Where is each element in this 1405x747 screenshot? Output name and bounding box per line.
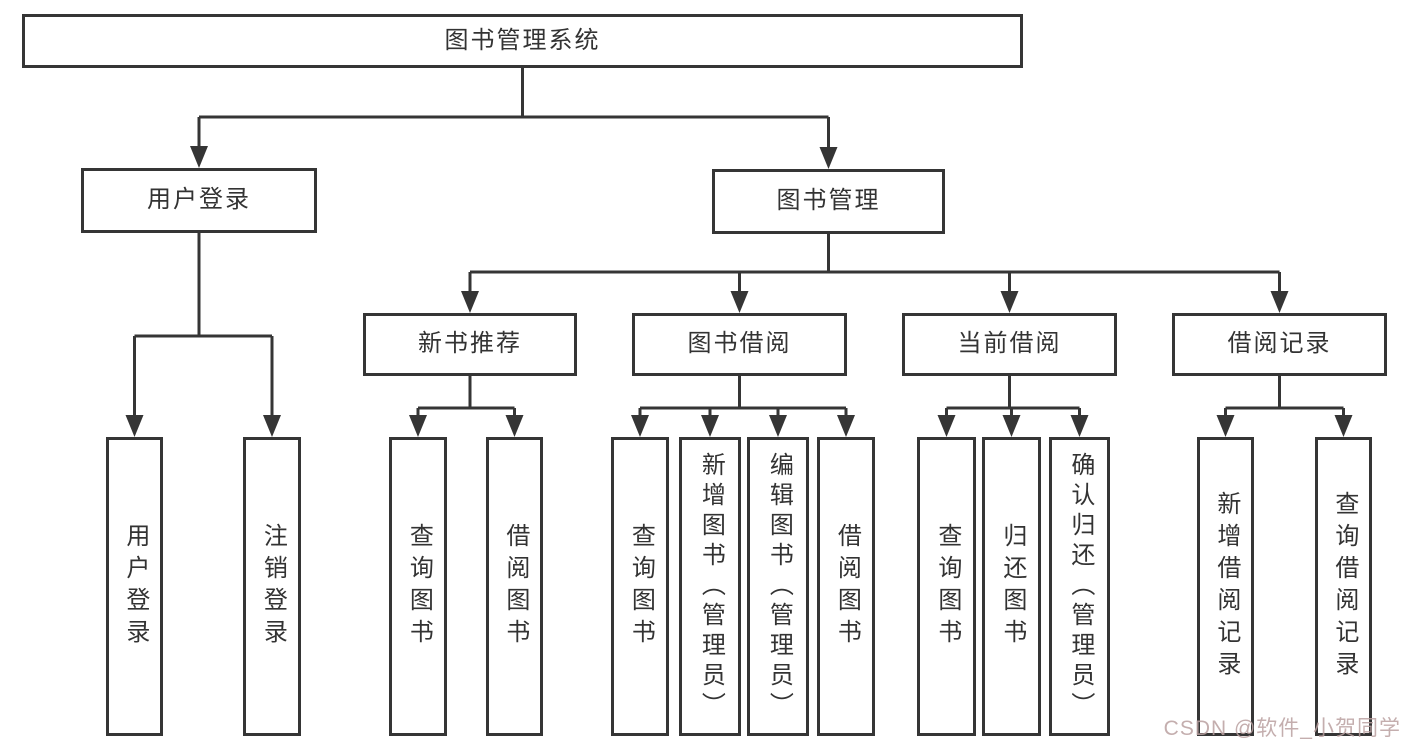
leaf-recommend-query-books: 查询图书 xyxy=(389,437,447,736)
node-book-borrow: 图书借阅 xyxy=(632,313,847,376)
node-user-login: 用户登录 xyxy=(81,168,317,233)
node-current-borrow: 当前借阅 xyxy=(902,313,1117,376)
leaf-records-query-record: 查询借阅记录 xyxy=(1315,437,1372,736)
leaf-borrow-add-books-admin: 新增图书（管理员） xyxy=(679,437,741,736)
leaf-user-login: 用户登录 xyxy=(106,437,163,736)
leaf-borrow-query-books: 查询图书 xyxy=(611,437,669,736)
node-new-book-recommend: 新书推荐 xyxy=(363,313,577,376)
connector-strokes xyxy=(133,66,1345,419)
connector-arrowheads xyxy=(125,146,1353,437)
leaf-current-query-books: 查询图书 xyxy=(917,437,976,736)
leaf-borrow-borrow-books: 借阅图书 xyxy=(817,437,875,736)
leaf-borrow-edit-books-admin: 编辑图书（管理员） xyxy=(747,437,809,736)
node-root: 图书管理系统 xyxy=(22,14,1023,68)
leaf-current-return-books: 归还图书 xyxy=(982,437,1041,736)
watermark-text: CSDN @软件_小贺同学 xyxy=(1163,717,1401,740)
node-borrow-records: 借阅记录 xyxy=(1172,313,1387,376)
node-book-management: 图书管理 xyxy=(712,169,945,234)
leaf-recommend-borrow-books: 借阅图书 xyxy=(486,437,543,736)
leaf-logout: 注销登录 xyxy=(243,437,301,736)
leaf-current-confirm-return-admin: 确认归还（管理员） xyxy=(1049,437,1110,736)
leaf-records-add-record: 新增借阅记录 xyxy=(1197,437,1254,736)
